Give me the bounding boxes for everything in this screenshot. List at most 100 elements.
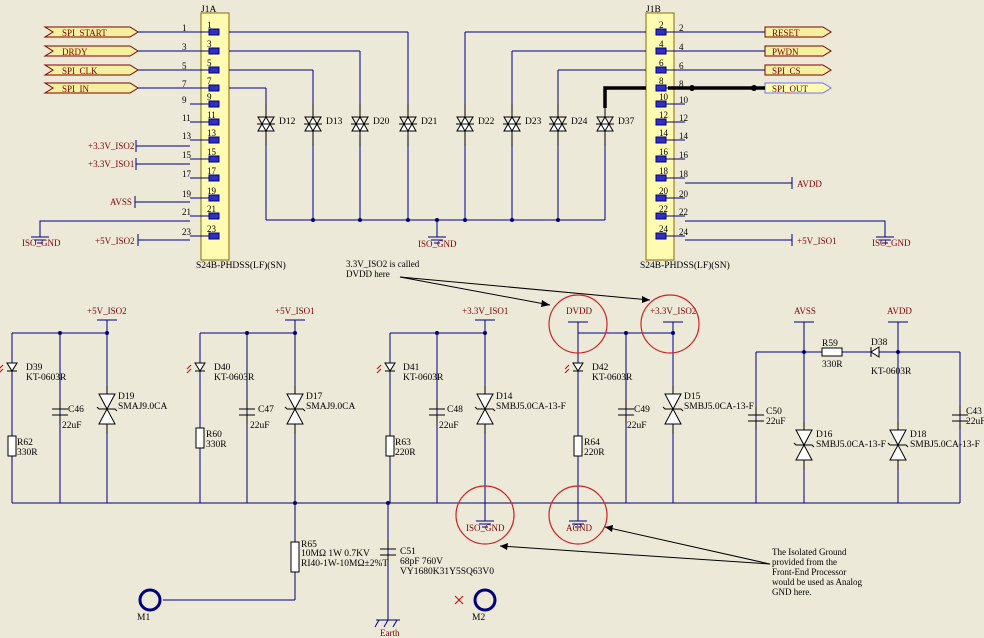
j1a-pin-number: 21 (182, 207, 191, 217)
j1a-pin-15[interactable] (208, 155, 220, 163)
j1a-pin-13[interactable] (208, 136, 220, 144)
diode-d13: D13 (304, 104, 343, 146)
j1b-pin-22[interactable] (655, 212, 667, 220)
svg-text:DVDD: DVDD (566, 306, 592, 316)
svg-text:C51: C51 (400, 547, 416, 557)
j1a-pin-number: 17 (182, 169, 192, 179)
svg-text:ISO_GND: ISO_GND (466, 523, 505, 533)
j1a-pin-number: 11 (182, 113, 191, 123)
j1b-pin-8[interactable] (655, 84, 667, 92)
j1b-ref: J1B (646, 5, 661, 15)
svg-text:PWDN: PWDN (772, 47, 799, 57)
svg-text:10MΩ 1W 0.7KV: 10MΩ 1W 0.7KV (301, 549, 370, 559)
j1a-pin-number: 9 (182, 95, 187, 105)
label-avdd-right: AVDD (685, 177, 822, 189)
port-pwdn[interactable]: PWDN (764, 45, 832, 57)
j1a-pin-number: 19 (182, 189, 192, 199)
j1b-pin-10[interactable] (655, 100, 667, 108)
j1b-pin-number: 14 (679, 131, 689, 141)
svg-text:D13: D13 (326, 117, 343, 127)
svg-text:+3.3V_ISO2: +3.3V_ISO2 (650, 306, 696, 316)
svg-text:D21: D21 (421, 117, 438, 127)
port-spi-in[interactable]: SPI_IN (43, 82, 139, 94)
port-reset[interactable]: RESET (764, 26, 832, 38)
j1a-pin-7[interactable] (208, 84, 220, 92)
j1a-pin-11[interactable] (208, 118, 220, 126)
j1b-pin-4[interactable] (655, 47, 667, 55)
led-d38: D38 KT-0603R (870, 338, 912, 377)
j1a-pin-17[interactable] (208, 174, 220, 182)
j1b-pin-20[interactable] (655, 194, 667, 202)
port-spi-clk[interactable]: SPI_CLK (43, 64, 139, 76)
j1b-pin-14[interactable] (655, 136, 667, 144)
svg-text:330R: 330R (17, 448, 38, 458)
j1b-pin-16[interactable] (655, 155, 667, 163)
j1b-pin-number-inner: 4 (659, 39, 664, 49)
svg-text:C50: C50 (766, 407, 782, 417)
note-dvdd-line1: 3.3V_ISO2 is called (346, 259, 420, 269)
port-spi-cs[interactable]: SPI_CS (764, 64, 832, 76)
j1a-pin-number: 1 (182, 23, 187, 33)
j1a-pin-3[interactable] (208, 47, 220, 55)
j1b-pin-number: 6 (679, 61, 684, 71)
iso-gnd-right: ISO_GND (685, 220, 911, 248)
svg-text:+5V_ISO2: +5V_ISO2 (95, 236, 135, 246)
j1b-pin-number-inner: 18 (659, 166, 669, 176)
svg-text:22uF: 22uF (627, 421, 647, 431)
svg-text:R63: R63 (395, 438, 411, 448)
j1b-pin-2[interactable] (655, 28, 667, 36)
resistor-r59: R59 330R (821, 339, 843, 370)
flag-33v-iso1: +3.3V_ISO1 (462, 306, 508, 321)
note-isolated-ground: The Isolated Ground provided from the Fr… (499, 525, 862, 597)
j1a-pin-number-inner: 23 (207, 224, 217, 234)
j1a-pin-9[interactable] (208, 100, 220, 108)
j1b-pin-number: 18 (679, 169, 689, 179)
svg-text:+3.3V_ISO1: +3.3V_ISO1 (88, 159, 134, 169)
svg-text:SMAJ9.0CA: SMAJ9.0CA (306, 402, 355, 412)
svg-text:ISO_GND: ISO_GND (872, 238, 911, 248)
svg-text:R60: R60 (206, 430, 222, 440)
svg-text:M1: M1 (137, 613, 150, 623)
j1b-pin-6[interactable] (655, 66, 667, 74)
note-dvdd-line2: DVDD here (346, 269, 390, 279)
j1b-pin-24[interactable] (655, 232, 667, 240)
j1b-pin-12[interactable] (655, 118, 667, 126)
j1a-pin-number-inner: 11 (207, 110, 216, 120)
port-spi-start[interactable]: SPI_START (43, 26, 139, 38)
j1b-pin-number-inner: 10 (659, 92, 669, 102)
j1a-pin-23[interactable] (208, 232, 220, 240)
svg-text:D19: D19 (118, 392, 135, 402)
j1a-pin-1[interactable] (208, 28, 220, 36)
j1b-pin-number-inner: 12 (659, 110, 668, 120)
j1a-pin-19[interactable] (208, 194, 220, 202)
label-5v-iso1-right: +5V_ISO1 (685, 234, 837, 246)
svg-text:22uF: 22uF (966, 417, 984, 427)
svg-text:220R: 220R (584, 448, 605, 458)
j1a-pin-21[interactable] (208, 212, 220, 220)
j1a-pin-5[interactable] (208, 66, 220, 74)
svg-text:R65: R65 (301, 540, 317, 550)
svg-text:R62: R62 (17, 438, 33, 448)
svg-text:D20: D20 (373, 117, 390, 127)
port-drdy[interactable]: DRDY (43, 45, 139, 57)
flag-dvdd: DVDD (566, 306, 592, 323)
j1b-pin-18[interactable] (655, 174, 667, 182)
j1a-pin-number: 15 (182, 150, 192, 160)
svg-text:M2: M2 (472, 613, 485, 623)
port-spi-out[interactable]: SPI_OUT (764, 82, 832, 94)
j1a-ref: J1A (201, 5, 216, 15)
svg-text:D17: D17 (306, 392, 323, 402)
flag-5v-iso1: +5V_ISO1 (275, 306, 315, 321)
svg-text:RESET: RESET (772, 28, 800, 38)
